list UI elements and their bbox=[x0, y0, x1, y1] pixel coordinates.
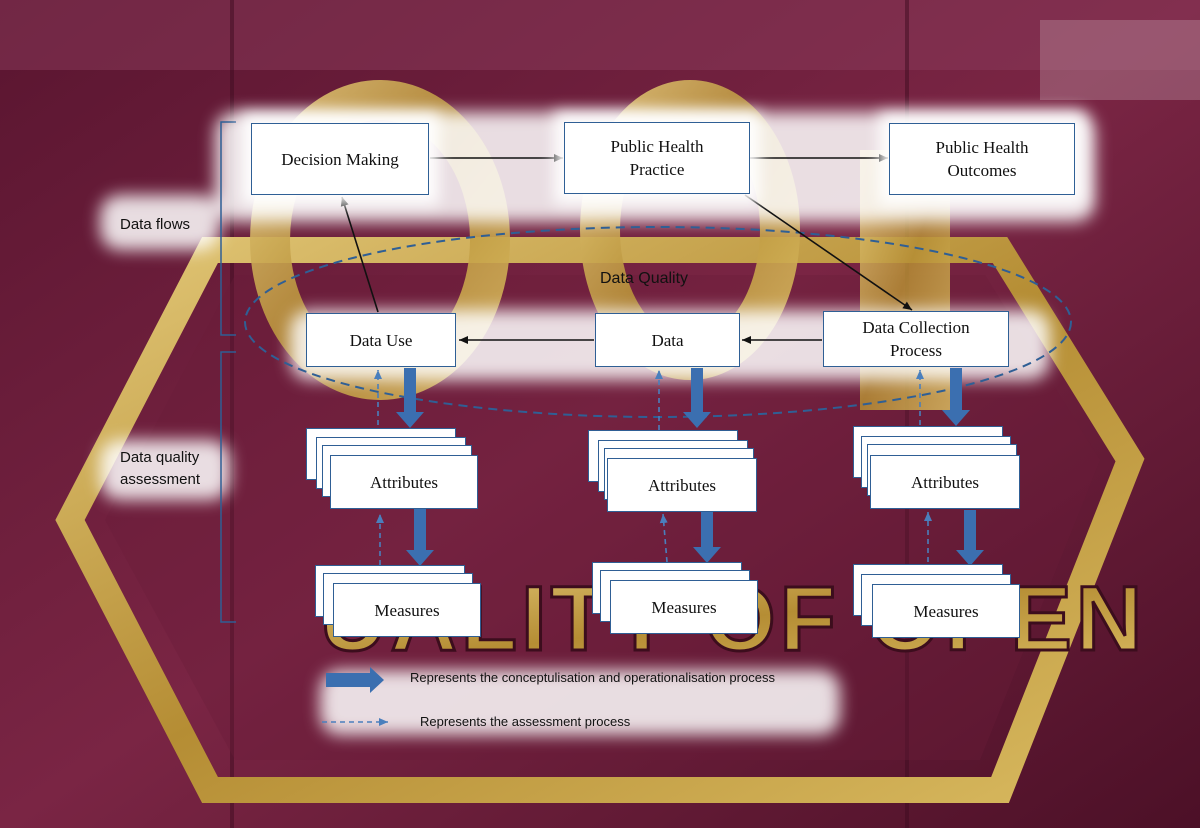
collection-line1: Data Collection bbox=[862, 318, 970, 337]
attributes-box-col1: Attributes bbox=[330, 455, 478, 509]
public-health-practice-box: Public Health Practice bbox=[564, 122, 750, 194]
decision-making-box: Decision Making bbox=[251, 123, 429, 195]
outcomes-line1: Public Health bbox=[935, 138, 1029, 157]
legend-dashed-text: Represents the assessment process bbox=[420, 714, 631, 729]
thick-arrow-col2-top bbox=[683, 368, 711, 428]
dashed-arrow-col2-bottom bbox=[659, 513, 668, 563]
measures-box-col3: Measures bbox=[872, 584, 1020, 638]
data-collection-process-box: Data Collection Process bbox=[823, 311, 1009, 367]
measures-box-col1: Measures bbox=[333, 583, 481, 637]
practice-line1: Public Health bbox=[610, 137, 704, 156]
practice-line2: Practice bbox=[629, 160, 685, 179]
data-flows-bracket bbox=[220, 121, 236, 336]
thick-arrow-col1-top bbox=[396, 368, 424, 428]
gold-hexagon-sign bbox=[55, 237, 1145, 803]
assessment-label-line2: assessment bbox=[120, 471, 201, 488]
data-quality-label: Data Quality bbox=[600, 270, 689, 287]
data-flows-label: Data flows bbox=[120, 216, 191, 233]
thick-arrow-col3-bottom bbox=[956, 510, 984, 566]
thick-arrow-col1-bottom bbox=[406, 506, 434, 566]
outcomes-line2: Outcomes bbox=[947, 161, 1017, 180]
thick-arrow-col3-top bbox=[942, 368, 970, 426]
data-quality-assessment-label: Data quality assessment bbox=[120, 447, 230, 491]
collection-line2: Process bbox=[890, 341, 942, 360]
data-box: Data bbox=[595, 313, 740, 367]
legend-solid-text: Represents the conceptulisation and oper… bbox=[410, 670, 775, 685]
thick-arrow-col2-bottom bbox=[693, 510, 721, 563]
data-use-box: Data Use bbox=[306, 313, 456, 367]
arrow-practice-to-collection bbox=[744, 194, 913, 311]
assessment-bracket bbox=[220, 351, 236, 623]
attributes-box-col3: Attributes bbox=[870, 455, 1020, 509]
assessment-label-line1: Data quality bbox=[120, 449, 200, 466]
legend-thick-arrow bbox=[326, 667, 384, 693]
arrow-datause-to-decision bbox=[340, 196, 379, 313]
data-quality-ellipse bbox=[244, 226, 1072, 418]
measures-box-col2: Measures bbox=[610, 580, 758, 634]
public-health-outcomes-box: Public Health Outcomes bbox=[889, 123, 1075, 195]
attributes-box-col2: Attributes bbox=[607, 458, 757, 512]
